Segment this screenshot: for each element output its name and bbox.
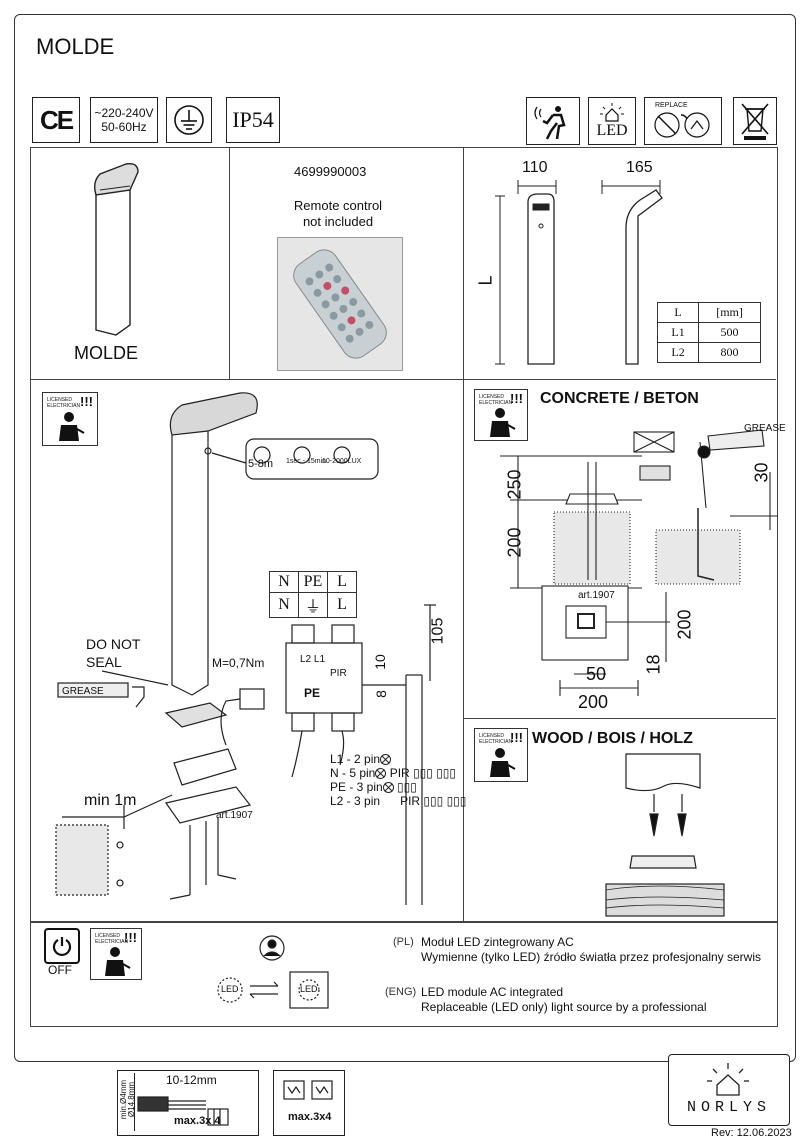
weee-bin-icon [733, 97, 777, 145]
wire-item: L1 - 2 pin [330, 752, 466, 766]
off-label: OFF [48, 963, 72, 977]
table-cell: 500 [698, 322, 761, 343]
wire-dim-2: Ø14,8mm [127, 1081, 137, 1118]
dim-10: 10 [371, 654, 388, 670]
divider [229, 147, 230, 379]
terminal-cell: PE [298, 571, 328, 593]
product-name: MOLDE [74, 343, 139, 363]
page-title: MOLDE [36, 34, 115, 59]
content-frame [30, 147, 778, 923]
dim-200-right: 200 [674, 609, 695, 640]
dim-head-width: 110 [522, 159, 548, 176]
wire-item: L2 - 3 pin PIR ▯▯▯ ▯▯▯ [330, 794, 467, 808]
terminal-box: max.3x4 [273, 1070, 345, 1136]
concrete-drawing [500, 429, 778, 696]
dim-18: 18 [643, 654, 664, 675]
remote-photo [277, 237, 403, 371]
do-not-seal-2: SEAL [86, 654, 122, 670]
concrete-article-label: art.1907 [578, 590, 615, 601]
dim-200-bottom: 200 [578, 692, 609, 712]
led-info-frame [30, 921, 778, 1027]
pe-box-label: PE [304, 686, 321, 700]
remote-note-2: not included [302, 214, 374, 229]
max-wire-2: max.3x4 [288, 1111, 332, 1123]
wood-drawing [605, 753, 725, 917]
voltage-line-2: 50-60Hz [101, 120, 147, 134]
pir-box-label: PIR [330, 668, 347, 679]
wire-item: PE - 3 pin ▯▯▯ [330, 780, 417, 794]
led-replace-diagram [217, 935, 329, 1009]
dim-250: 250 [504, 469, 525, 500]
dim-105: 105 [429, 617, 447, 645]
ip-rating-box: IP54 [226, 97, 280, 143]
dim-30: 30 [751, 462, 772, 483]
divider [463, 147, 464, 921]
licensed-electrician-icon: LICENSED ELECTRICIAN !!! [42, 392, 98, 446]
dim-8: 8 [372, 690, 389, 698]
dim-50: 50 [586, 664, 607, 684]
licensed-electrician-icon: LICENSED ELECTRICIAN !!! [90, 928, 142, 980]
terminal-cell: N [269, 571, 299, 593]
concrete-heading: CONCRETE / BETON [540, 390, 699, 407]
licensed-electrician-icon: LICENSED ELECTRICIAN !!! [474, 389, 528, 441]
sensor-lux-label: 10-2000LUX [322, 458, 362, 465]
sensor-time-label: 1sec - 15min. [286, 458, 329, 465]
product-bollard-drawing [93, 162, 139, 336]
ground-icon [166, 97, 212, 143]
concrete-grease-label: GREASE [744, 423, 786, 434]
max-wire-1: max.3x 4 [174, 1115, 221, 1127]
min-distance-label: min 1m [84, 792, 137, 809]
led-icon: LED [588, 97, 636, 145]
revision-label: Rev: 12.06.2023 [711, 1127, 792, 1139]
voltage-line-1: ~220-240V [94, 106, 154, 120]
terminal-cell: N [269, 592, 299, 618]
terminal-cell: L [327, 592, 357, 618]
table-cell: L2 [656, 342, 700, 363]
ground-symbol-cell: ⏚ [298, 592, 328, 618]
motion-sensor-icon [526, 97, 580, 145]
torque-label: M=0,7Nm [212, 656, 265, 670]
wire-item: N - 5 pin PIR ▯▯▯ ▯▯▯ [330, 766, 457, 780]
licensed-electrician-icon: LICENSED ELECTRICIAN !!! [474, 728, 528, 782]
ce-mark-icon: CE [32, 97, 80, 143]
wire-strip-box: min.Ø4mm Ø14,8mm 10-12mm max.3x 4 [117, 1070, 259, 1136]
pl-line-1: Moduł LED zintegrowany AC [421, 935, 574, 949]
eng-line-2: Replaceable (LED only) light source by a… [421, 1000, 707, 1014]
remote-note-1: Remote control [293, 198, 383, 213]
strip-length: 10-12mm [166, 1073, 217, 1087]
wire-list: L1 - 2 pin N - 5 pin PIR ▯▯▯ ▯▯▯ PE - 3 … [330, 752, 466, 808]
power-icon [44, 928, 80, 964]
brand-name: NORLYS [686, 1099, 771, 1116]
dimension-drawing [495, 180, 663, 365]
led-old-label: LED [221, 984, 239, 994]
l2-l1-label: L2 L1 [300, 654, 326, 665]
divider [30, 379, 776, 380]
grease-label: GREASE [62, 686, 104, 697]
sensor-range-label: 5-8m [248, 458, 274, 470]
terminal-cell: L [327, 571, 357, 593]
install-article-label: art.1907 [216, 810, 253, 821]
divider [463, 718, 776, 719]
installation-drawing [55, 392, 436, 905]
table-header-cell: L [656, 302, 700, 323]
remote-article: 4699990003 [294, 164, 367, 179]
dim-side-width: 165 [626, 159, 653, 176]
led-new-label: LED [300, 984, 318, 994]
brand-logo: NORLYS [668, 1054, 790, 1126]
pl-tag: (PL) [393, 936, 414, 948]
voltage-box: ~220-240V 50-60Hz [90, 97, 158, 143]
wood-heading: WOOD / BOIS / HOLZ [532, 730, 693, 747]
eng-line-1: LED module AC integrated [421, 985, 564, 999]
table-header-cell: [mm] [698, 302, 761, 323]
pl-line-2: Wymienne (tylko LED) źródło światła prze… [421, 950, 762, 964]
table-cell: L1 [656, 322, 700, 343]
do-not-seal-1: DO NOT [86, 636, 141, 652]
dim-200-left: 200 [504, 527, 525, 558]
replace-icon: REPLACE [644, 97, 722, 145]
table-cell: 800 [698, 342, 761, 363]
eng-tag: (ENG) [385, 986, 417, 998]
sheet-border [14, 14, 796, 1062]
